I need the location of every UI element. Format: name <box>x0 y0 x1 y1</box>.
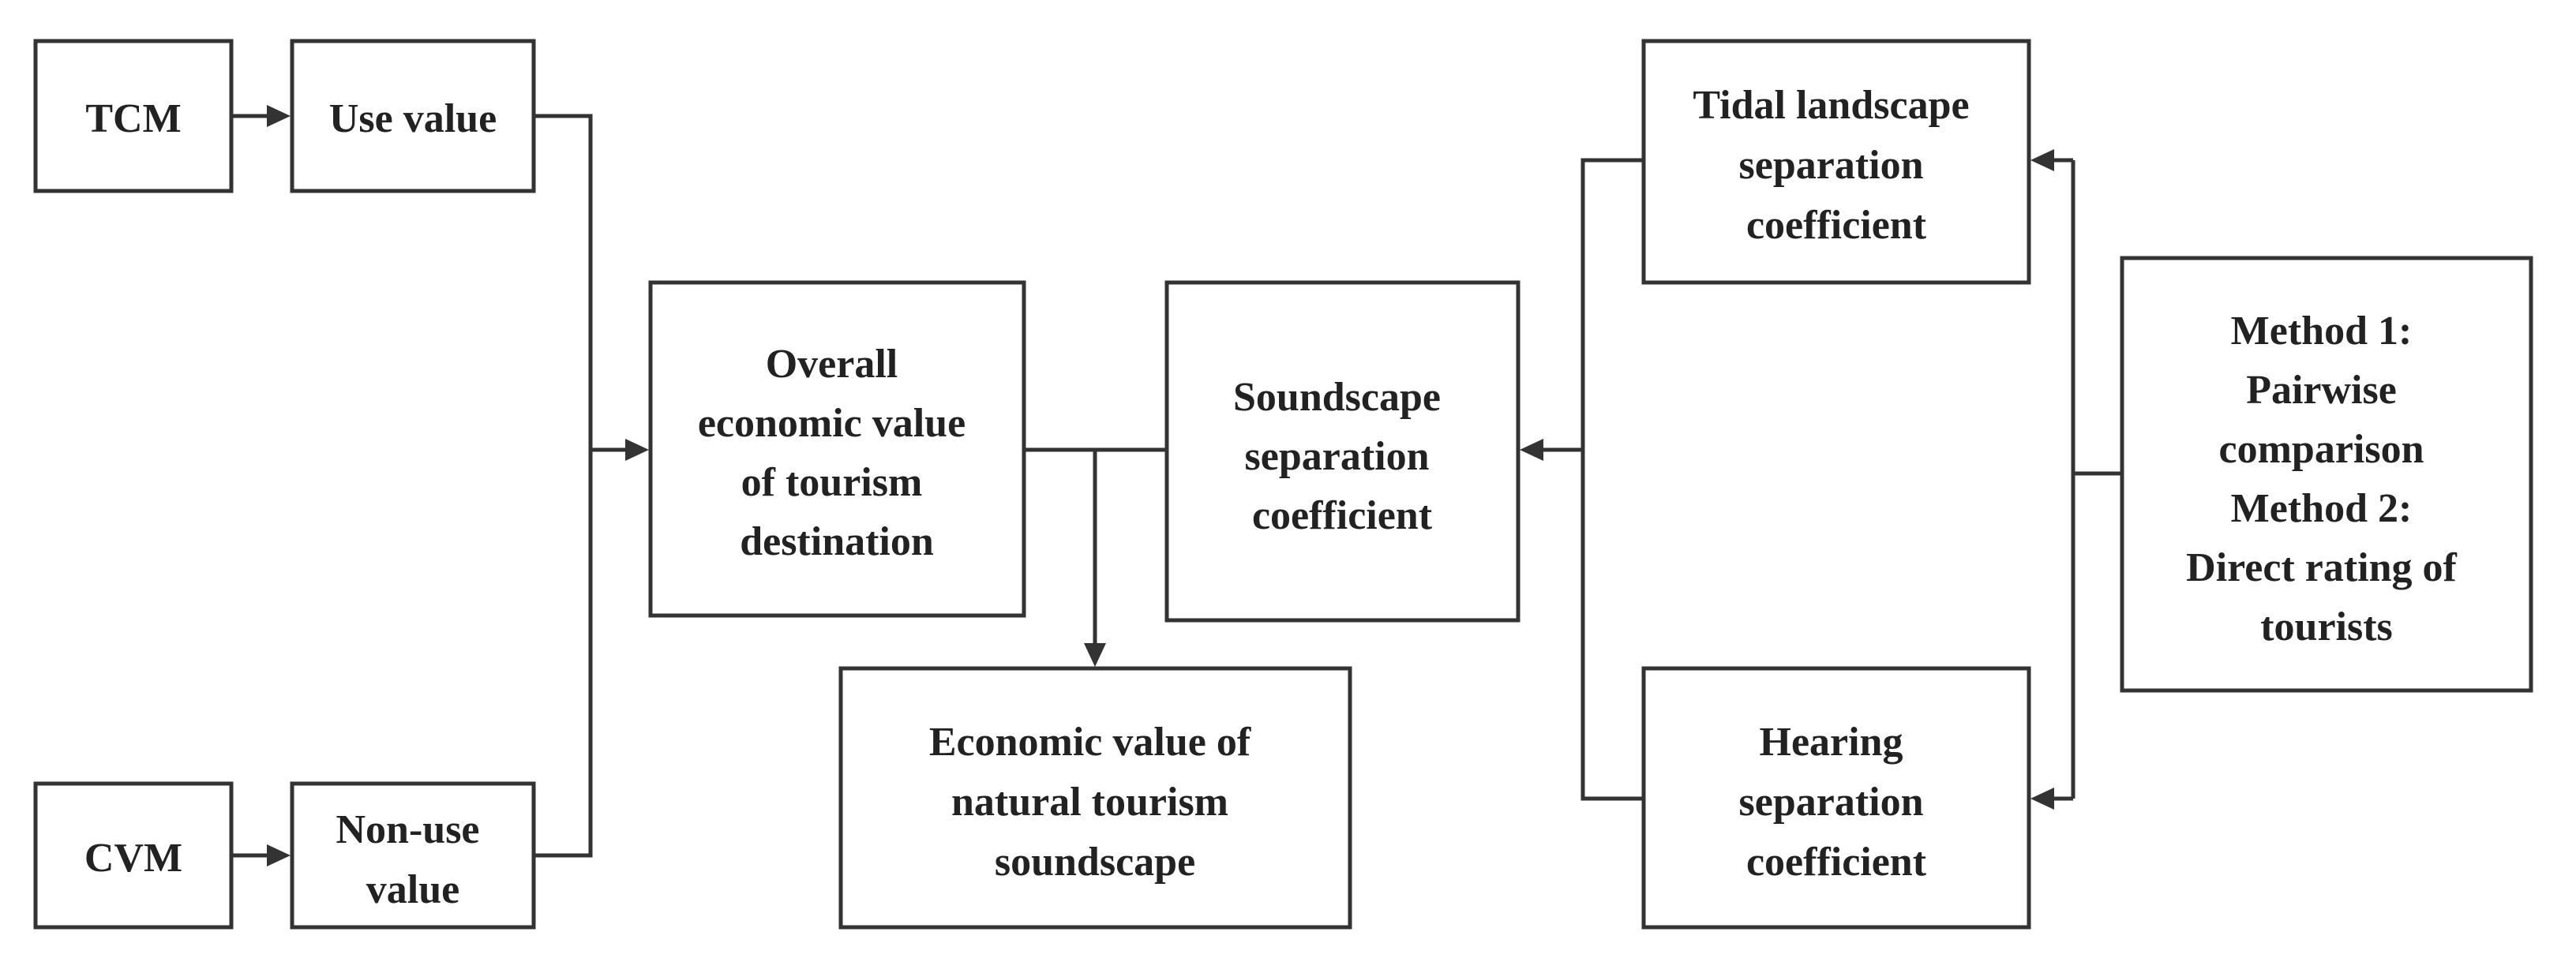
box-use-value: Use value <box>290 39 536 193</box>
box-soundscape-text: Soundscape separation coefficient <box>1233 375 1451 538</box>
box-economic-soundscape-text: Economic value of natural tourism sounds… <box>929 720 1261 885</box>
box-soundscape-separation-coefficient: Soundscape separation coefficient <box>1164 280 1520 623</box>
box-tidal-landscape-separation-coefficient: Tidal landscape separation coefficient <box>1641 39 2031 285</box>
box-tidal-text: Tidal landscape separation coefficient <box>1693 83 1979 248</box>
box-hearing-separation-coefficient: Hearing separation coefficient <box>1641 666 2031 930</box>
box-cvm-text: CVM <box>84 836 182 881</box>
arrowhead-tidal <box>2030 149 2054 171</box>
connectors <box>231 105 2122 866</box>
box-economic-value-soundscape: Economic value of natural tourism sounds… <box>838 666 1352 930</box>
box-cvm: CVM <box>33 781 234 930</box>
connector-tidal-hearing-bus <box>1580 158 1644 801</box>
box-hearing-text: Hearing separation coefficient <box>1739 720 1934 885</box>
arrowhead-economic-soundscape <box>1084 643 1106 667</box>
box-tcm-text: TCM <box>85 96 181 141</box>
box-methods: Method 1: Pairwise comparison Method 2: … <box>2120 256 2533 693</box>
box-overall-economic-value: Overall economic value of tourism destin… <box>648 280 1026 618</box>
box-tcm: TCM <box>33 39 234 193</box>
box-use-value-text: Use value <box>329 96 497 141</box>
box-non-use-value: Non-use value <box>290 781 536 930</box>
box-methods-text: Method 1: Pairwise comparison Method 2: … <box>2186 309 2467 649</box>
arrowhead-use-value <box>267 105 291 127</box>
connector-use-value-bus <box>534 114 593 858</box>
box-overall-text: Overall economic value of tourism destin… <box>698 342 976 564</box>
arrowhead-non-use-value <box>267 844 291 866</box>
arrowhead-hearing <box>2030 788 2054 810</box>
arrowhead-overall <box>625 439 649 461</box>
arrowhead-soundscape <box>1520 439 1543 461</box>
box-non-use-value-text: Non-use value <box>336 807 489 912</box>
